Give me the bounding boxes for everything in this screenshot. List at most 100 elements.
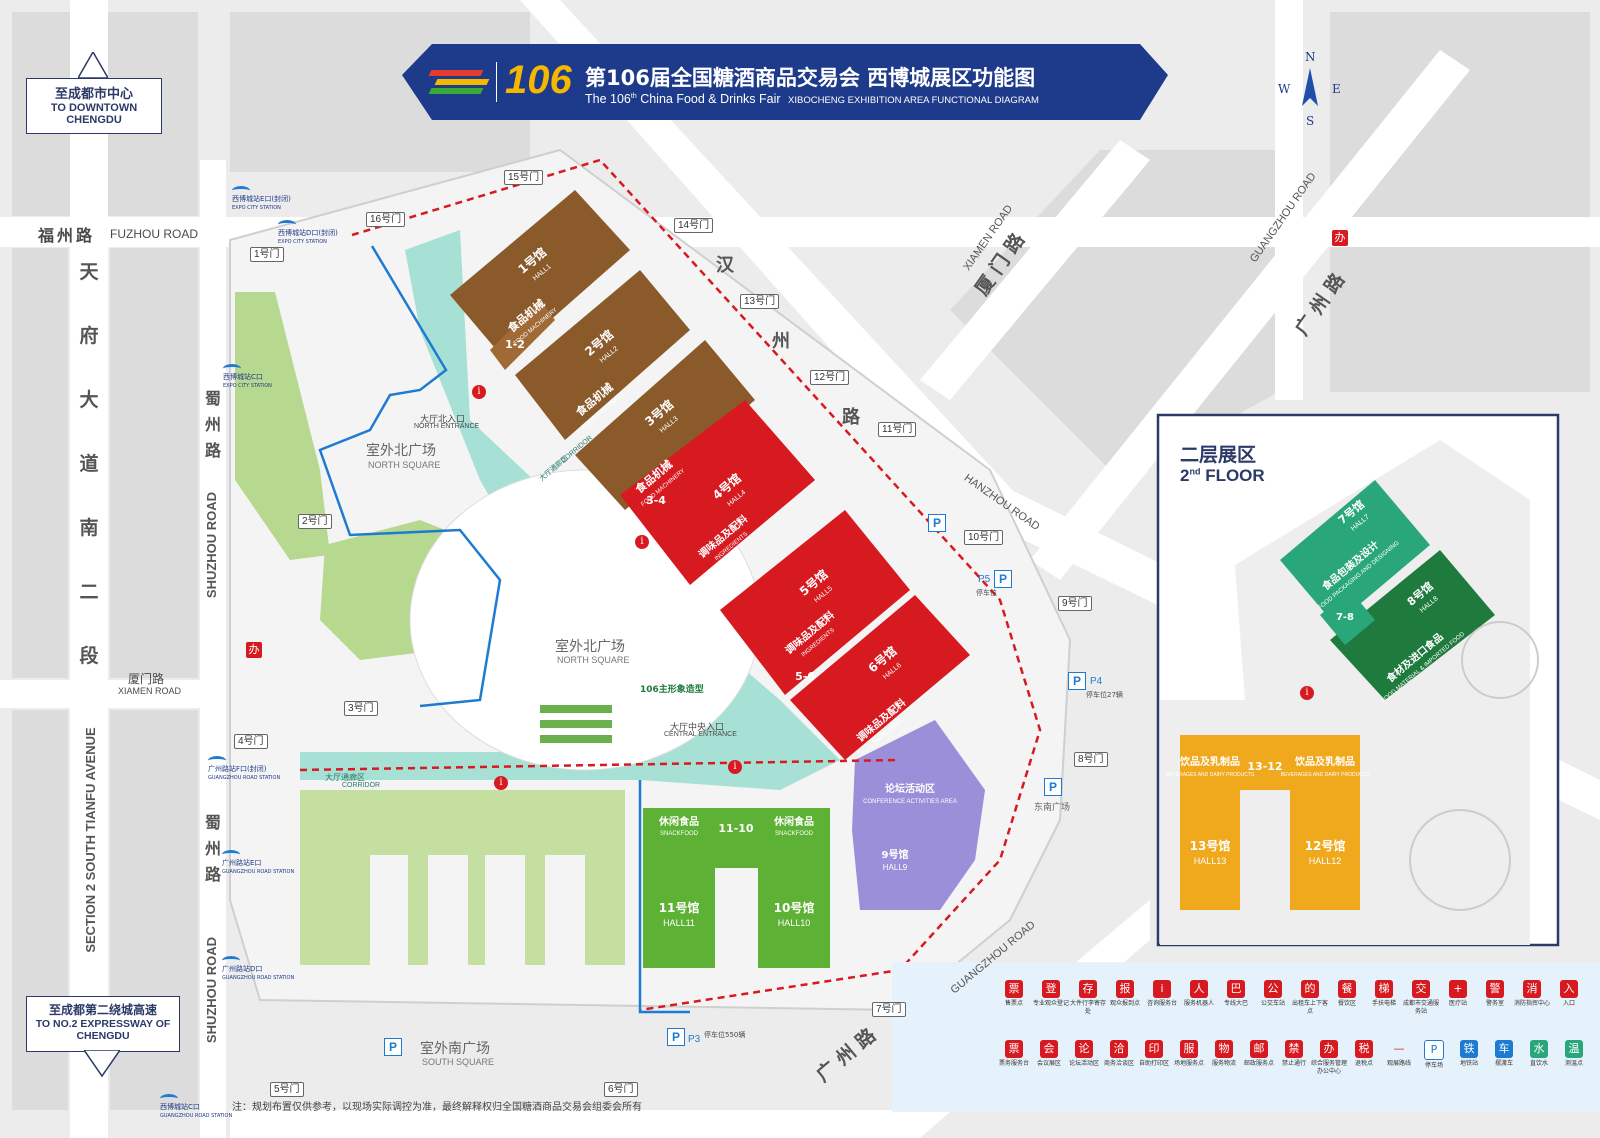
gate-12[interactable]: 12号门 xyxy=(810,370,850,385)
legend-label: 摆渡车 xyxy=(1494,1060,1513,1067)
tianfu-char: 南 xyxy=(79,517,99,539)
legend-label: 手扶电梯 xyxy=(1371,1000,1396,1007)
office-badge-east[interactable]: 办 xyxy=(1332,230,1348,246)
sculpture-label: 106主形象造型 xyxy=(640,682,704,695)
legend-icon: 交 xyxy=(1412,980,1430,998)
gate-13[interactable]: 13号门 xyxy=(740,294,780,309)
tianfu-char: 天 xyxy=(79,261,99,283)
info-marker[interactable]: i xyxy=(635,535,649,549)
metro-station-e[interactable]: 西博城站E口(封闭) EXPO CITY STATION xyxy=(232,186,291,213)
legend-label: 测温点 xyxy=(1564,1060,1583,1067)
parking-south-icon[interactable]: P xyxy=(384,1038,402,1056)
north-entrance-en: NORTH ENTRANCE xyxy=(414,423,480,430)
gate-8[interactable]: 8号门 xyxy=(1074,752,1108,767)
parking-p5-icon[interactable]: P xyxy=(994,570,1012,588)
legend-item: 交成都市交通服务站 xyxy=(1403,980,1439,1016)
header-title-en: The 106th China Food & Drinks Fair XIBOC… xyxy=(585,92,1039,106)
gate-6[interactable]: 6号门 xyxy=(604,1082,638,1097)
gate-9[interactable]: 9号门 xyxy=(1058,596,1092,611)
gate-10[interactable]: 10号门 xyxy=(964,530,1004,545)
info-marker[interactable]: i xyxy=(494,776,508,790)
shuzhou-road-en: SHUZHOU ROAD xyxy=(204,492,219,598)
to-expressway-cn: 至成都第二绕城高速 xyxy=(48,1003,157,1017)
fuzhou-road-en: FUZHOU ROAD xyxy=(110,227,198,241)
second-floor-en-sup: nd xyxy=(1189,466,1201,477)
gate-7[interactable]: 7号门 xyxy=(872,1002,906,1017)
legend-item: 铁地铁站 xyxy=(1451,1040,1487,1068)
legend-item: 洽商务洽谈区 xyxy=(1101,1040,1137,1068)
parking-p3-icon[interactable]: P xyxy=(667,1028,685,1046)
north-square-top-cn: 室外北广场 xyxy=(366,443,436,459)
legend-item: —观展路线 xyxy=(1381,1040,1417,1068)
corridor2-cn: 大厅通廊区 xyxy=(325,773,365,782)
legend-item: 印自助打印区 xyxy=(1136,1040,1172,1068)
legend-item: 警警务室 xyxy=(1477,980,1513,1008)
hall11-category-en: SNACKFOOD xyxy=(660,831,699,837)
metro-station-c[interactable]: 西博城站C口 EXPO CITY STATION xyxy=(223,364,272,391)
gate-3[interactable]: 3号门 xyxy=(344,701,378,716)
gate-11[interactable]: 11号门 xyxy=(878,422,917,437)
tianfu-avenue-cn: 天 府 大 道 南 二 段 xyxy=(76,252,102,676)
second-floor-en-post: FLOOR xyxy=(1200,466,1265,485)
hall12-shape xyxy=(1290,735,1360,910)
hall10-category: 休闲食品 xyxy=(773,815,814,828)
station-cn: 广州路站F口(封闭) xyxy=(208,765,267,773)
metro-station-xbc-c[interactable]: 西博城站C口 GUANGZHOU ROAD STATION xyxy=(160,1094,232,1121)
metro-station-gz-e[interactable]: 广州路站E口 GUANGZHOU ROAD STATION xyxy=(222,850,294,877)
legend-label: 专业观众登记 xyxy=(1033,1000,1070,1007)
metro-station-d[interactable]: 西博城站D口(封闭) EXPO CITY STATION xyxy=(278,220,338,247)
xiamen-road-diag xyxy=(920,140,1150,400)
metro-station-gz-f[interactable]: 广州路站F口(封闭) GUANGZHOU ROAD STATION xyxy=(208,756,280,783)
parking-hanzhou-icon[interactable]: P xyxy=(928,514,946,532)
compass-s: S xyxy=(1306,114,1315,128)
station-cn: 广州路站D口 xyxy=(222,965,263,973)
shuzhou-road-en-south: SHUZHOU ROAD xyxy=(204,937,219,1043)
hall11-en: HALL11 xyxy=(663,918,695,928)
gate-5[interactable]: 5号门 xyxy=(270,1082,304,1097)
info-marker[interactable]: i xyxy=(472,385,486,399)
gate-16[interactable]: 16号门 xyxy=(366,212,406,227)
legend-label: 票务服务台 xyxy=(998,1060,1029,1067)
office-badge-west[interactable]: 办 xyxy=(246,642,262,658)
station-en: EXPO CITY STATION xyxy=(232,205,281,211)
legend-icon: + xyxy=(1449,980,1467,998)
info-marker[interactable]: i xyxy=(728,760,742,774)
logo-stripe-green xyxy=(428,88,484,94)
compass: N S W E xyxy=(1270,50,1350,130)
hall56-join-label: 5-6 xyxy=(795,670,815,683)
legend-item: 公公交车站 xyxy=(1255,980,1291,1008)
shuzhou-char: 州 xyxy=(204,415,221,434)
green-strip xyxy=(540,735,612,743)
legend-icon: 公 xyxy=(1264,980,1282,998)
legend-icon: 邮 xyxy=(1250,1040,1268,1058)
legend-icon: 税 xyxy=(1355,1040,1373,1058)
ramp-circle xyxy=(1409,809,1511,911)
metro-icon xyxy=(232,186,250,195)
station-cn: 西博城站C口 xyxy=(223,373,263,381)
metro-station-gz-d[interactable]: 广州路站D口 GUANGZHOU ROAD STATION xyxy=(222,956,294,983)
parking-p5-note: 停车位 xyxy=(976,589,997,597)
tianfu-avenue xyxy=(70,0,108,1138)
parking-east-icon[interactable]: P xyxy=(1044,778,1062,796)
hall13-shape xyxy=(1180,735,1240,910)
shuzhou-char: 蜀 xyxy=(204,389,221,408)
metro-icon xyxy=(208,756,226,765)
parking-p4-icon[interactable]: P xyxy=(1068,672,1086,690)
info-marker[interactable]: i xyxy=(1300,686,1314,700)
tianfu-char: 段 xyxy=(79,645,99,667)
hall2-shape xyxy=(515,270,690,440)
header-logo xyxy=(428,62,490,102)
side-road xyxy=(1275,0,1303,400)
legend-label: 服务物流 xyxy=(1211,1060,1236,1067)
gate-4[interactable]: 4号门 xyxy=(234,734,268,749)
legend-label: 禁止通行 xyxy=(1281,1060,1306,1067)
gate-15[interactable]: 15号门 xyxy=(504,170,544,185)
gate-14[interactable]: 14号门 xyxy=(674,218,714,233)
hall8-shape xyxy=(1330,550,1495,700)
gate-2[interactable]: 2号门 xyxy=(298,514,332,529)
metro-icon xyxy=(223,364,241,373)
arrow-down-icon xyxy=(84,1050,120,1078)
to-expressway-box: 至成都第二绕城高速 TO NO.2 EXPRESSWAY OF CHENGDU xyxy=(26,996,180,1052)
gate-1[interactable]: 1号门 xyxy=(250,247,284,262)
